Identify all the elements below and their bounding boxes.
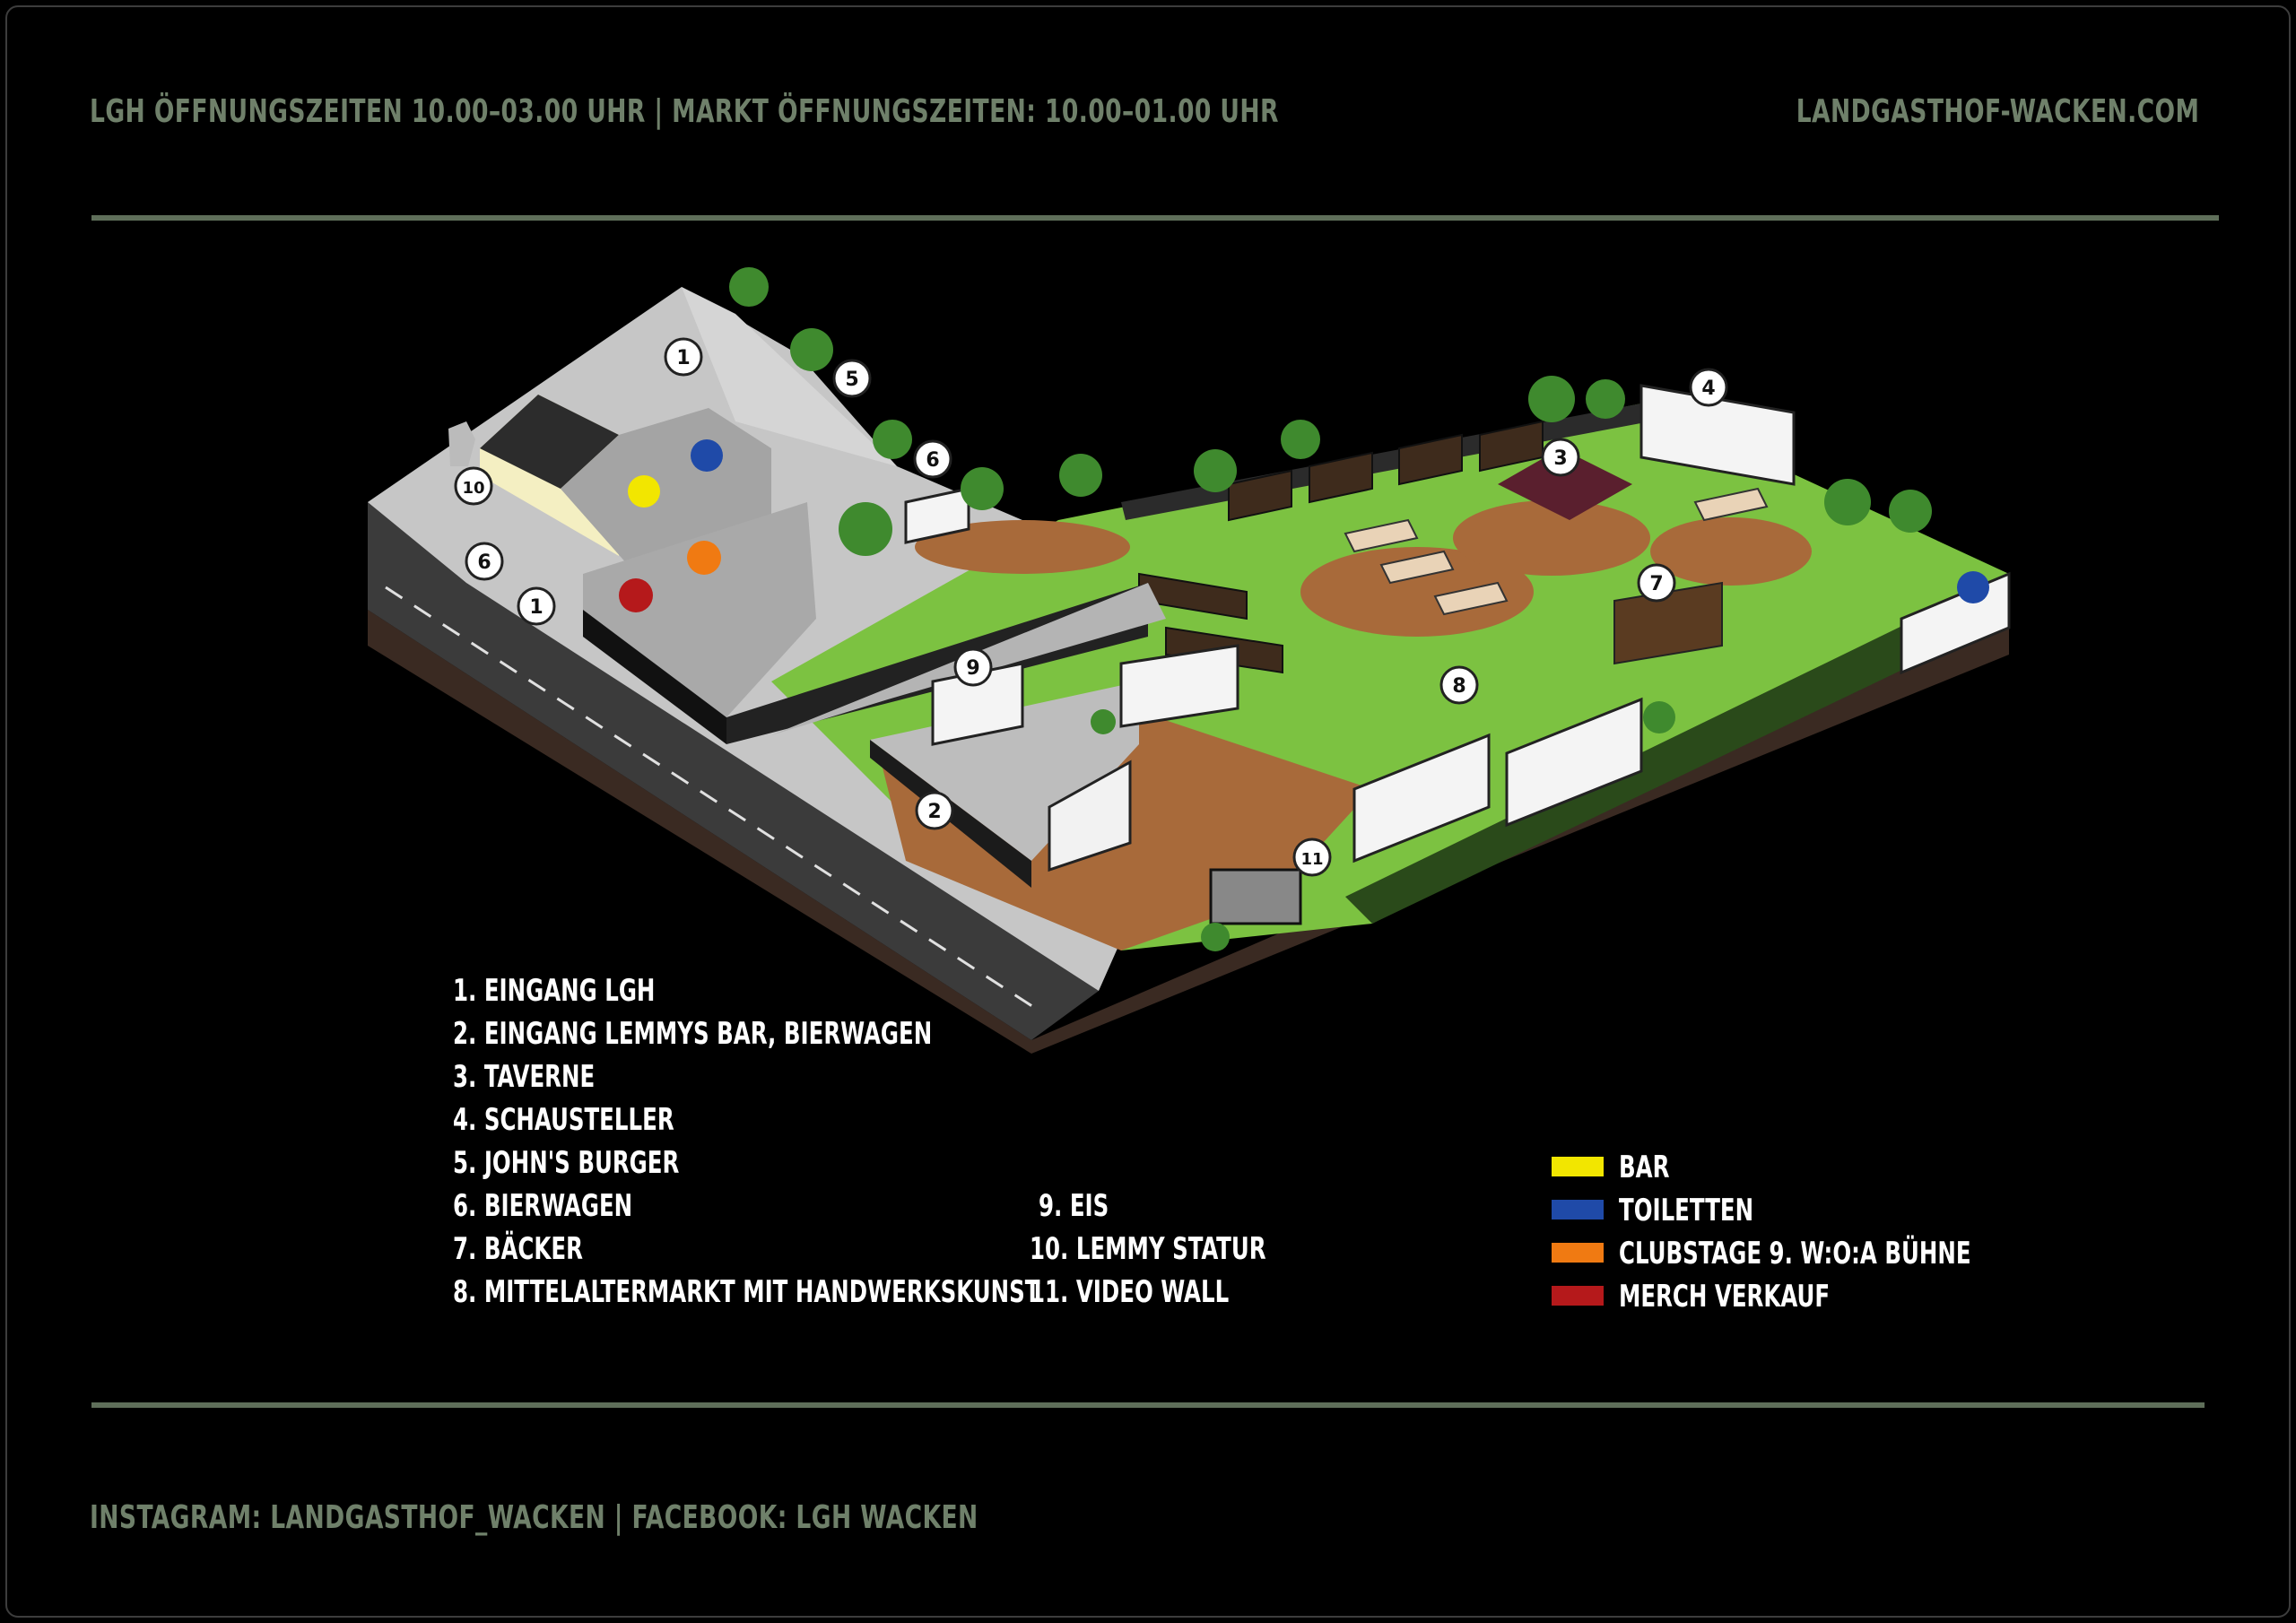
key-label-2: TOILETTEN	[1619, 1193, 1754, 1228]
map-marker-m1a[interactable]: 1	[664, 337, 703, 377]
long-wall	[726, 583, 1148, 744]
map-marker-m7[interactable]: 7	[1637, 563, 1676, 603]
map-marker-m6b[interactable]: 6	[465, 542, 504, 581]
clubstage-wall	[583, 610, 726, 744]
legend-item-1: 1. EINGANG LGH	[453, 973, 656, 1009]
mulch-seating	[915, 520, 1130, 574]
footer-divider	[91, 1402, 2205, 1408]
toilet-marker-1	[691, 439, 723, 472]
map-marker-label: 10	[462, 479, 484, 498]
lemmy-statue	[448, 421, 475, 466]
map-marker-m5[interactable]: 5	[832, 359, 872, 398]
website-link[interactable]: LANDGASTHOF-WACKEN.COM	[1796, 93, 2199, 130]
road-markings	[385, 586, 1041, 1013]
map-marker-label: 11	[1300, 850, 1323, 869]
key-swatch-1	[1552, 1157, 1604, 1176]
map-marker-m3[interactable]: 3	[1541, 438, 1580, 477]
map-marker-m2[interactable]: 2	[915, 791, 954, 830]
map-marker-label: 1	[676, 347, 690, 369]
main-building-roof	[480, 395, 619, 489]
map-marker-label: 5	[845, 369, 858, 391]
legend-item-11: 11. VIDEO WALL	[1030, 1274, 1230, 1310]
map-marker-m8[interactable]: 8	[1439, 665, 1479, 705]
map-marker-label: 3	[1553, 447, 1567, 470]
mulch-market-1	[1300, 547, 1534, 637]
legend-item-9: 9. EIS	[1039, 1188, 1109, 1224]
trees	[729, 267, 1932, 951]
taverne-tent	[1498, 448, 1632, 520]
social-links[interactable]: INSTAGRAM: LANDGASTHOF_WACKEN | FACEBOOK…	[90, 1499, 978, 1536]
baecker-stand	[1613, 581, 1723, 665]
legend-item-4: 4. SCHAUSTELLER	[453, 1102, 674, 1138]
map-marker-m1b[interactable]: 1	[517, 586, 556, 626]
map-marker-m4[interactable]: 4	[1689, 368, 1728, 407]
key-swatch-4	[1552, 1286, 1604, 1306]
mulch-market-2	[1650, 517, 1812, 586]
opening-hours: LGH ÖFFNUNGSZEITEN 10.00–03.00 UHR | MAR…	[90, 93, 1279, 130]
map-marker-m10[interactable]: 10	[454, 466, 493, 506]
stage-cabin	[1048, 759, 1132, 872]
map-marker-label: 6	[926, 449, 939, 472]
mulch-taverne	[1453, 500, 1650, 576]
legend-item-7: 7. BÄCKER	[453, 1231, 583, 1267]
map-marker-label: 9	[966, 657, 979, 680]
map-marker-m9[interactable]: 9	[953, 647, 993, 687]
legend-item-2: 2. EINGANG LEMMYS BAR, BIERWAGEN	[453, 1016, 933, 1052]
legend-item-10: 10. LEMMY STATUR	[1030, 1231, 1266, 1267]
header-divider	[91, 215, 2219, 221]
video-wall	[1209, 868, 1302, 925]
market-canopies	[1344, 487, 1769, 616]
map-base-edge	[368, 610, 2009, 1054]
market-stalls	[1138, 420, 1544, 674]
map-marker-m11[interactable]: 11	[1292, 838, 1332, 877]
map-marker-label: 2	[927, 801, 941, 823]
bar-marker	[628, 475, 660, 508]
legend-item-6: 6. BIERWAGEN	[453, 1188, 633, 1224]
merch-marker	[619, 578, 653, 612]
legend-item-3: 3. TAVERNE	[453, 1059, 596, 1095]
legend-item-8: 8. MITTELALTERMARKT MIT HANDWERKSKUNST	[453, 1274, 1040, 1310]
key-swatch-3	[1552, 1243, 1604, 1263]
clubstage-marker	[687, 541, 721, 575]
map-marker-label: 7	[1649, 573, 1663, 595]
toilet-marker-2	[1957, 571, 1989, 603]
courtyard	[682, 287, 897, 466]
key-label-3: CLUBSTAGE 9. W:O:A BÜHNE	[1619, 1236, 1971, 1271]
map-marker-label: 8	[1452, 675, 1465, 698]
key-label-4: MERCH VERKAUF	[1619, 1279, 1831, 1315]
map-marker-label: 4	[1701, 378, 1715, 400]
map-marker-label: 6	[477, 551, 491, 574]
legend-item-5: 5. JOHN'S BURGER	[453, 1145, 680, 1181]
key-label-1: BAR	[1619, 1150, 1670, 1185]
grass-edge	[1345, 574, 2009, 924]
page-frame	[5, 5, 2291, 1618]
map-marker-label: 1	[529, 596, 543, 619]
map-marker-m6a[interactable]: 6	[913, 439, 952, 479]
key-swatch-2	[1552, 1200, 1604, 1219]
